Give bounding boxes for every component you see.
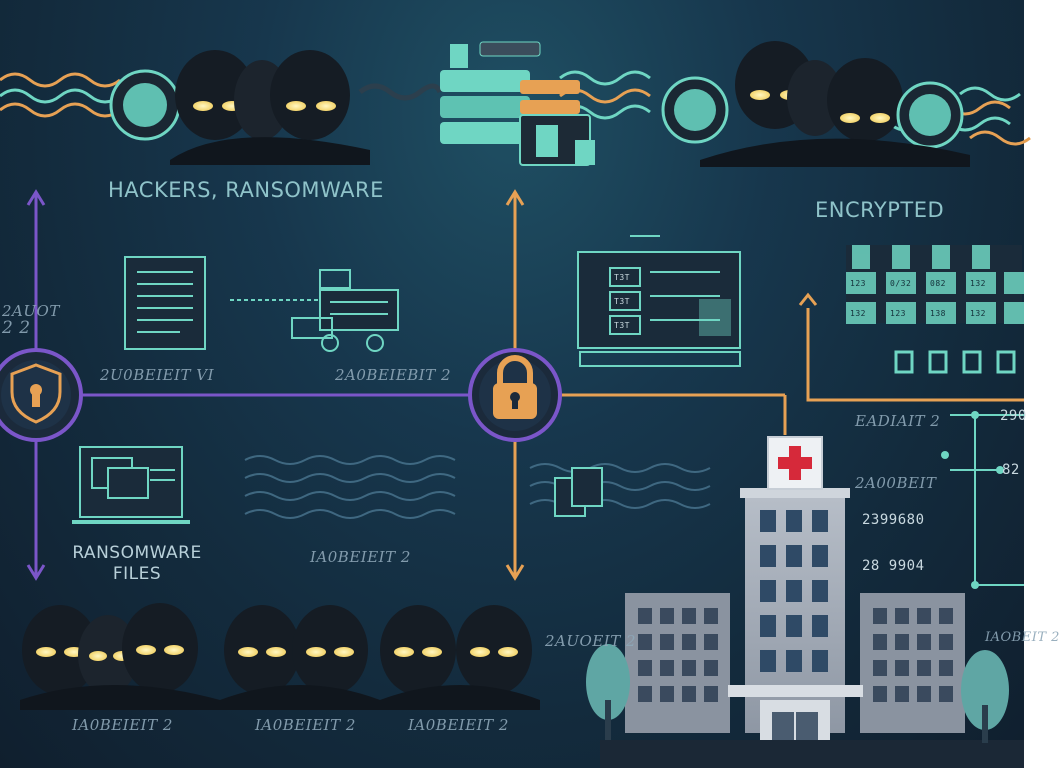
enc-cell-5: 132 [850,309,866,318]
value-2399680: 2399680 [862,512,925,528]
ransomware-files-label: RANSOMWARE FILES [62,543,212,585]
hospital-left-caption: 2AUOEIT 2 [545,632,637,650]
hackers-ransomware-heading: HACKERS, RANSOMWARE [108,178,384,202]
screen-code-3: T3T [614,321,630,330]
files-laptop-icon [72,446,190,524]
enc-cell-8: 132 [970,309,986,318]
illustration-svg [0,41,1031,768]
value-290: 290 [1000,408,1027,424]
hacker-row-3-caption: IA0BEIEIT 2 [408,716,509,734]
machine-caption: 2A0BEIEBIT 2 [335,366,452,384]
left-mid-label: 2 2 [2,318,31,338]
enc-cell-7: 138 [930,309,946,318]
ransomware-files-line-2: FILES [112,564,162,584]
encrypted-blocks [846,245,1024,374]
enc-cell-4: 132 [970,279,986,288]
shield-node [0,348,83,442]
right-mid-caption: EADIAIT 2 [855,412,941,430]
encrypted-heading: ENCRYPTED [815,198,945,222]
enc-cell-6: 123 [890,309,906,318]
right-mid-caption-2: 2A00BEIT [855,474,937,492]
value-82: 82 [1002,462,1020,478]
screen-code-1: T3T [614,273,630,282]
connector-dots [941,411,1004,589]
top-server-stack [440,41,595,166]
padlock-node [468,348,562,442]
bottom-hacker-row-1 [20,603,220,710]
screen-code-2: T3T [614,297,630,306]
enc-cell-3: 082 [930,279,946,288]
document-caption: 2U0BEIEIT VI [100,366,215,384]
hacker-row-2-caption: IA0BEIEIT 2 [255,716,356,734]
trees [586,644,1009,743]
wave-caption: IA0BEIEIT 2 [310,548,411,566]
ransomware-files-line-1: RANSOMWARE [72,543,202,563]
left-top-label: 2AUOT [2,302,60,320]
hacker-row-1-caption: IA0BEIEIT 2 [72,716,173,734]
bottom-hacker-row-2 [220,605,380,710]
top-right-hacker-group [661,41,970,167]
hospital-building [600,436,1024,768]
terminal-screen [577,235,741,367]
bottom-hacker-row-3 [380,605,540,710]
enc-cell-1: 123 [850,279,866,288]
document-icon [124,256,206,350]
machine-icon [230,269,399,352]
enc-cell-2: 0/32 [890,279,912,288]
value-289904: 28 9904 [862,558,925,574]
lower-right-caption: IAOBEIT 2 [985,630,1060,645]
small-file-icon [554,467,603,517]
top-left-hacker-group [109,50,370,165]
data-waves [244,455,711,519]
